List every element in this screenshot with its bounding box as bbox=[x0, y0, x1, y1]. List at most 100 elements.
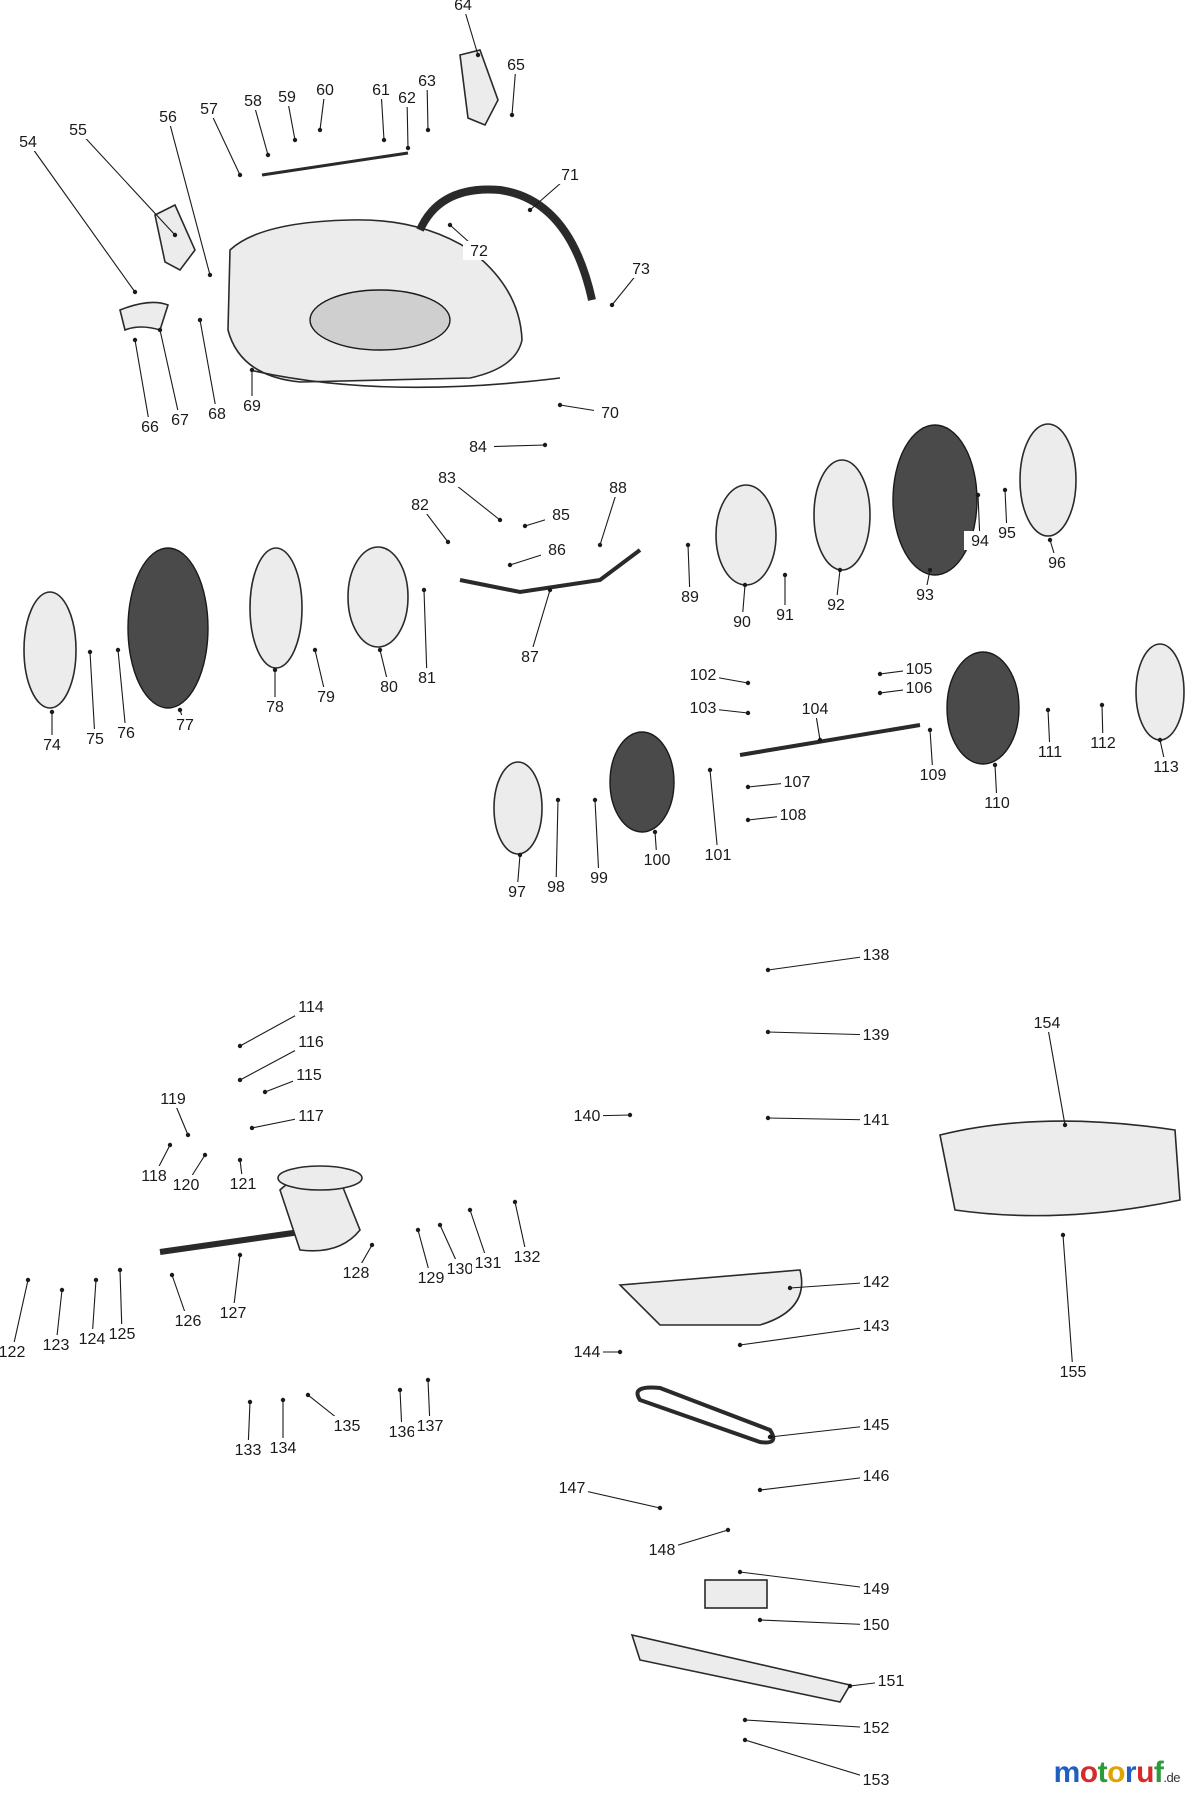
label-bg-97 bbox=[501, 882, 533, 901]
leader-dot-81 bbox=[421, 587, 427, 593]
label-bg-134 bbox=[267, 1438, 299, 1457]
leader-dot-118 bbox=[167, 1142, 173, 1148]
leader-dot-94 bbox=[975, 492, 981, 498]
label-bg-139 bbox=[860, 1025, 892, 1044]
leader-dot-89 bbox=[685, 542, 691, 548]
leader-dot-140 bbox=[627, 1112, 633, 1118]
leader-line-139 bbox=[767, 1031, 877, 1036]
leader-line-67 bbox=[159, 329, 181, 421]
part-label-113: 113 bbox=[1153, 759, 1179, 776]
part-label-58: 58 bbox=[244, 93, 262, 110]
part-label-143: 143 bbox=[863, 1318, 890, 1335]
part-label-126: 126 bbox=[175, 1313, 202, 1330]
leader-dot-119 bbox=[185, 1132, 191, 1138]
part-label-64: 64 bbox=[454, 0, 472, 14]
leader-dot-99 bbox=[592, 797, 598, 803]
leader-dot-105 bbox=[877, 671, 883, 677]
label-bg-73 bbox=[625, 259, 657, 278]
label-bg-56 bbox=[152, 107, 184, 126]
part-label-85: 85 bbox=[552, 507, 570, 524]
leader-line-81 bbox=[423, 589, 428, 679]
label-bg-148 bbox=[646, 1540, 678, 1559]
part-label-127: 127 bbox=[220, 1305, 247, 1322]
label-bg-72 bbox=[463, 241, 495, 260]
leader-dot-138 bbox=[765, 967, 771, 973]
label-bg-63 bbox=[411, 71, 443, 90]
leader-line-101 bbox=[709, 769, 719, 856]
leader-dot-127 bbox=[237, 1252, 243, 1258]
leader-dot-145 bbox=[767, 1434, 773, 1440]
leader-dot-113 bbox=[1157, 737, 1163, 743]
leader-line-154 bbox=[1046, 1022, 1066, 1126]
label-bg-116 bbox=[295, 1032, 327, 1051]
leader-dot-149 bbox=[737, 1569, 743, 1575]
wheel-right-front bbox=[892, 424, 978, 576]
label-bg-105 bbox=[903, 659, 935, 678]
leader-dot-72 bbox=[447, 222, 453, 228]
part-label-132: 132 bbox=[514, 1249, 541, 1266]
label-bg-104 bbox=[799, 699, 831, 718]
leader-line-75 bbox=[89, 651, 96, 740]
leader-dot-64 bbox=[475, 52, 481, 58]
part-label-102: 102 bbox=[690, 667, 717, 684]
label-bg-112 bbox=[1087, 733, 1119, 752]
part-label-103: 103 bbox=[690, 700, 717, 717]
leader-line-57 bbox=[208, 108, 241, 176]
part-label-96: 96 bbox=[1048, 555, 1066, 572]
leader-dot-74 bbox=[49, 709, 55, 715]
leader-line-88 bbox=[599, 487, 619, 546]
leader-dot-60 bbox=[317, 127, 323, 133]
wheel-rear-left bbox=[609, 731, 675, 833]
label-bg-101 bbox=[702, 845, 734, 864]
leader-line-145 bbox=[769, 1424, 877, 1438]
handle-bar bbox=[416, 185, 596, 301]
leader-dot-126 bbox=[169, 1272, 175, 1278]
watermark-letter: o bbox=[1107, 1756, 1125, 1789]
label-bg-124 bbox=[76, 1329, 108, 1348]
part-label-89: 89 bbox=[681, 589, 699, 606]
watermark-letter: t bbox=[1097, 1756, 1108, 1789]
deck-opening bbox=[309, 289, 451, 351]
part-label-68: 68 bbox=[208, 406, 226, 423]
part-label-80: 80 bbox=[380, 679, 398, 696]
part-label-66: 66 bbox=[141, 419, 159, 436]
label-bg-62 bbox=[391, 88, 423, 107]
watermark-letter: o bbox=[1079, 1756, 1098, 1789]
part-label-146: 146 bbox=[863, 1468, 890, 1485]
part-label-123: 123 bbox=[43, 1337, 70, 1354]
part-label-73: 73 bbox=[632, 261, 650, 278]
leader-dot-123 bbox=[59, 1287, 65, 1293]
rear-plate bbox=[119, 301, 169, 332]
label-bg-90 bbox=[726, 612, 758, 631]
part-label-112: 112 bbox=[1090, 735, 1116, 752]
leader-dot-115 bbox=[262, 1089, 268, 1095]
part-label-148: 148 bbox=[649, 1542, 676, 1559]
part-label-76: 76 bbox=[117, 725, 135, 742]
part-label-149: 149 bbox=[863, 1581, 890, 1598]
label-bg-96 bbox=[1041, 553, 1073, 572]
drive-lever bbox=[459, 548, 642, 595]
leader-dot-57 bbox=[237, 172, 243, 178]
part-label-57: 57 bbox=[200, 101, 218, 118]
rear-flap bbox=[939, 1120, 1181, 1217]
leader-line-152 bbox=[744, 1719, 877, 1729]
part-label-72: 72 bbox=[470, 243, 488, 260]
leader-dot-111 bbox=[1045, 707, 1051, 713]
label-bg-100 bbox=[641, 850, 673, 869]
rear-axle bbox=[739, 723, 921, 757]
leader-dot-76 bbox=[115, 647, 121, 653]
label-bg-121 bbox=[227, 1174, 259, 1193]
label-bg-94 bbox=[964, 531, 996, 550]
leader-dot-87 bbox=[547, 587, 553, 593]
part-label-111: 111 bbox=[1038, 744, 1062, 761]
leader-dot-77 bbox=[177, 707, 183, 713]
leader-line-98 bbox=[555, 799, 559, 888]
belt-guard bbox=[618, 1269, 803, 1326]
label-bg-138 bbox=[860, 945, 892, 964]
leader-dot-135 bbox=[305, 1392, 311, 1398]
label-bg-103 bbox=[687, 698, 719, 717]
leader-dot-150 bbox=[757, 1617, 763, 1623]
label-bg-93 bbox=[909, 585, 941, 604]
part-label-108: 108 bbox=[780, 807, 807, 824]
label-bg-81 bbox=[411, 668, 443, 687]
